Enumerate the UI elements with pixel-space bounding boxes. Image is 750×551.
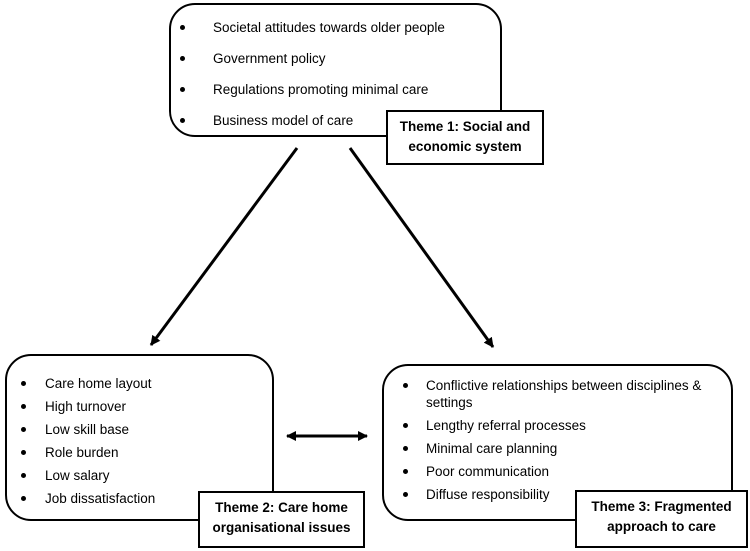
theme-3-label-line-2: approach to care — [607, 519, 716, 534]
theme-1-label-line-1: Theme 1: Social and — [399, 119, 531, 134]
list-item: Lengthy referral processes — [403, 417, 726, 434]
list-item: Minimal care planning — [403, 440, 726, 457]
list-item: Conflictive relationships between discip… — [403, 377, 726, 411]
theme-3-label: Theme 3: Fragmented approach to care — [575, 490, 748, 548]
list-item: Role burden — [20, 444, 155, 461]
theme-3-box: Conflictive relationships between discip… — [382, 364, 733, 521]
theme-2-label: Theme 2: Care home organisational issues — [198, 491, 365, 548]
list-item: Diffuse responsibility — [403, 486, 726, 503]
theme-2-label-line-2: organisational issues — [212, 520, 351, 535]
list-item: Societal attitudes towards older people — [180, 20, 445, 35]
theme-3-list: Conflictive relationships between discip… — [403, 377, 726, 509]
list-item: Business model of care — [180, 112, 445, 129]
list-item: Job dissatisfaction — [20, 491, 156, 506]
arrow-theme1-to-theme3 — [348, 147, 495, 348]
theme-2-label-line-1: Theme 2: Care home — [215, 500, 348, 515]
theme-1-label: Theme 1: Social and economic system — [386, 110, 544, 165]
list-item: Low salary — [20, 467, 155, 484]
arrow-theme1-to-theme2 — [149, 147, 299, 346]
theme-3-label-line-1: Theme 3: Fragmented — [591, 499, 732, 514]
theme-1-box: Societal attitudes towards older people … — [169, 3, 502, 137]
theme-2-list: Care home layout High turnover Low skill… — [20, 375, 156, 513]
list-item: Poor communication — [403, 463, 726, 480]
theme-1-label-line-2: economic system — [408, 139, 522, 154]
list-item: Low skill base — [20, 421, 155, 438]
list-item: Care home layout — [20, 375, 155, 392]
list-item: Regulations promoting minimal care — [180, 81, 445, 98]
list-item: Government policy — [180, 50, 445, 67]
list-item: High turnover — [20, 398, 155, 415]
theme-1-list: Societal attitudes towards older people … — [180, 19, 445, 143]
